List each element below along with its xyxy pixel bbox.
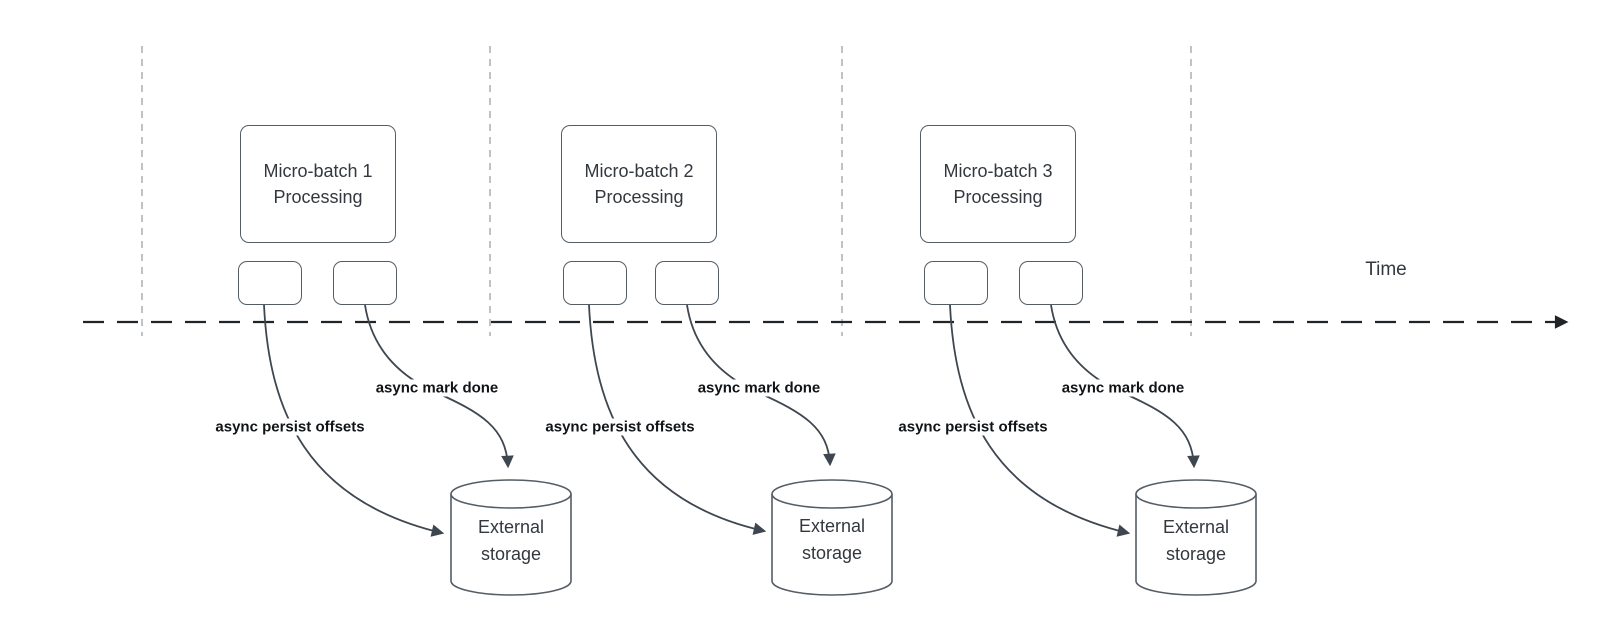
persist-offsets-label-3: async persist offsets <box>895 418 1051 436</box>
mark-done-label-3: async mark done <box>1058 379 1188 397</box>
task-node-1a <box>238 261 302 305</box>
task-node-2a <box>563 261 627 305</box>
mark-done-label-2: async mark done <box>694 379 824 397</box>
persist-offsets-label-1: async persist offsets <box>212 418 368 436</box>
micro-batch-3-processing-node: Micro-batch 3 Processing <box>920 125 1076 243</box>
persist-offsets-arrow-2 <box>588 304 764 531</box>
external-storage-label-2: External storage <box>798 516 866 563</box>
time-axis-label: Time <box>1365 259 1407 280</box>
external-storage-cylinder-2 <box>771 479 893 596</box>
task-node-1b <box>333 261 397 305</box>
persist-offsets-label-2: async persist offsets <box>542 418 698 436</box>
task-node-3b <box>1019 261 1083 305</box>
external-storage-label-3: External storage <box>1162 517 1230 564</box>
persist-offsets-arrow-3 <box>949 304 1128 533</box>
micro-batch-2-processing-node: Micro-batch 2 Processing <box>561 125 717 243</box>
external-storage-cylinder-3 <box>1135 479 1257 596</box>
micro-batch-1-processing-node: Micro-batch 1 Processing <box>240 125 396 243</box>
persist-offsets-arrow-1 <box>263 304 442 533</box>
external-storage-label-1: External storage <box>477 517 545 564</box>
external-storage-cylinder-1 <box>450 479 572 596</box>
mark-done-label-1: async mark done <box>372 379 502 397</box>
task-node-3a <box>924 261 988 305</box>
task-node-2b <box>655 261 719 305</box>
